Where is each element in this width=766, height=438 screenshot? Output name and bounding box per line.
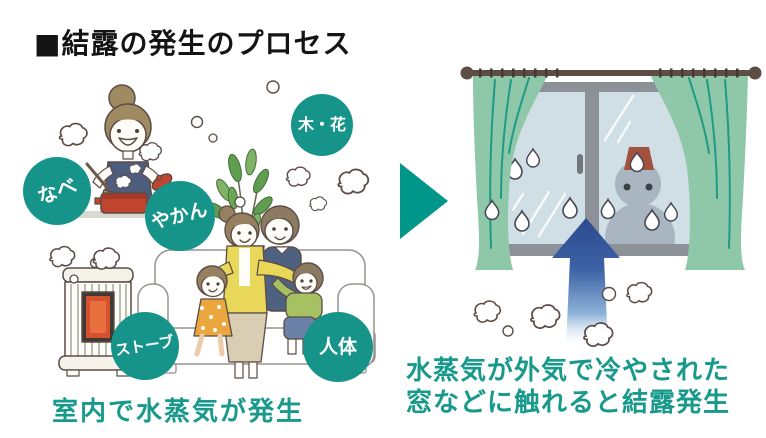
curtains (473, 74, 748, 270)
window-scene-illustration (460, 66, 762, 347)
window-caption-line1: 水蒸気が外気で冷やされた (406, 356, 731, 386)
label-kettle: やかん (145, 181, 215, 251)
label-pot-text: なべ (34, 172, 80, 210)
window-caption: 水蒸気が外気で冷やされた 窓などに触れると結露発生 (406, 355, 730, 419)
indoor-steam-clouds (49, 80, 370, 284)
curtain-rings (479, 68, 739, 78)
label-pot: なべ (23, 157, 91, 225)
window-steam-clouds (473, 281, 653, 347)
daughter (193, 265, 233, 357)
curtain-rod (460, 66, 762, 80)
label-trees-flowers-text: 木・花 (297, 115, 346, 134)
son (271, 262, 324, 355)
indoor-caption: 室内で水蒸気が発生 (52, 397, 305, 427)
indoor-scene-illustration (49, 80, 376, 379)
left-arm (92, 165, 114, 189)
right-triangle-arrow-icon (400, 163, 448, 239)
heater-stove-illustration (58, 257, 138, 377)
skirt (222, 312, 268, 363)
cooking-woman-illustration (85, 84, 173, 214)
window-handle (577, 154, 583, 174)
window-mullion (585, 92, 599, 244)
label-stove-text: ストーブ (114, 331, 176, 360)
polka-dot-dress (193, 298, 233, 337)
smile (118, 137, 138, 146)
label-human-body-text: 人体 (318, 335, 357, 358)
curtain-right (650, 74, 748, 270)
up-arrow-icon (552, 218, 620, 346)
page-title: ■結露の発生のプロセス (34, 27, 352, 60)
label-kettle-text: やかん (149, 197, 211, 234)
label-trees-flowers: 木・花 (291, 94, 353, 156)
green-shirt (285, 292, 323, 320)
window-caption-line2: 窓などに触れると結露発生 (406, 388, 731, 418)
ladle-handle (85, 162, 111, 192)
label-human-body: 人体 (303, 312, 373, 382)
mother (203, 205, 304, 379)
label-stove: ストーブ (111, 312, 179, 380)
family-sofa-illustration (137, 205, 376, 379)
